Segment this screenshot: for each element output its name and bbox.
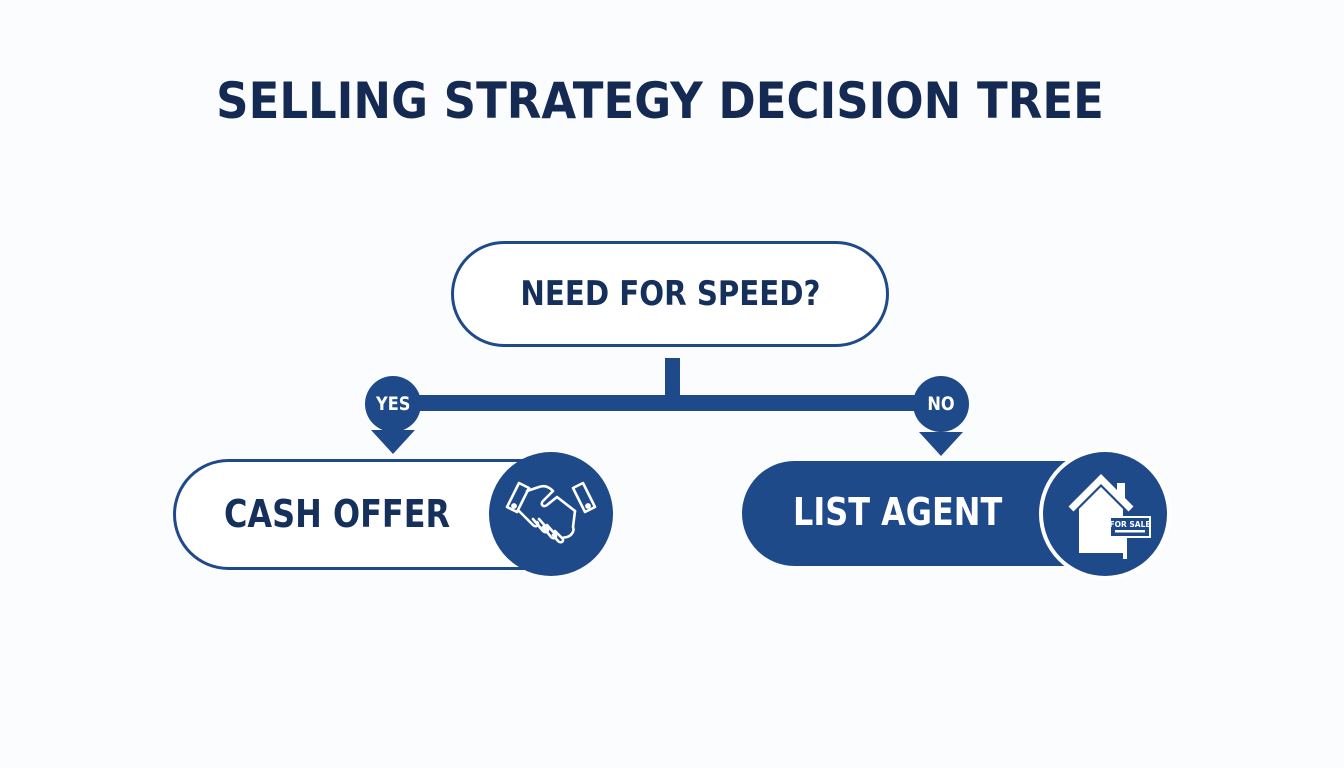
- outcome-list-agent: LIST AGENT: [742, 461, 1082, 566]
- house-for-sale-icon: FOR SALE: [1043, 452, 1167, 576]
- diagram-title: SELLING STRATEGY DECISION TREE: [216, 72, 1104, 130]
- outcome-list-agent-label: LIST AGENT: [793, 490, 1003, 534]
- yes-arrow-down-icon: [371, 430, 415, 454]
- decision-node-question: NEED FOR SPEED?: [451, 241, 889, 347]
- outcome-cash-offer-label: CASH OFFER: [224, 492, 451, 536]
- connector-vertical-stem: [665, 358, 680, 396]
- connector-horizontal: [392, 395, 940, 411]
- for-sale-sign-text: FOR SALE: [1110, 520, 1151, 529]
- no-arrow-down-icon: [919, 432, 963, 456]
- question-label: NEED FOR SPEED?: [519, 274, 821, 314]
- no-badge: NO: [913, 376, 969, 432]
- handshake-icon: [489, 452, 613, 576]
- yes-badge: YES: [365, 376, 421, 432]
